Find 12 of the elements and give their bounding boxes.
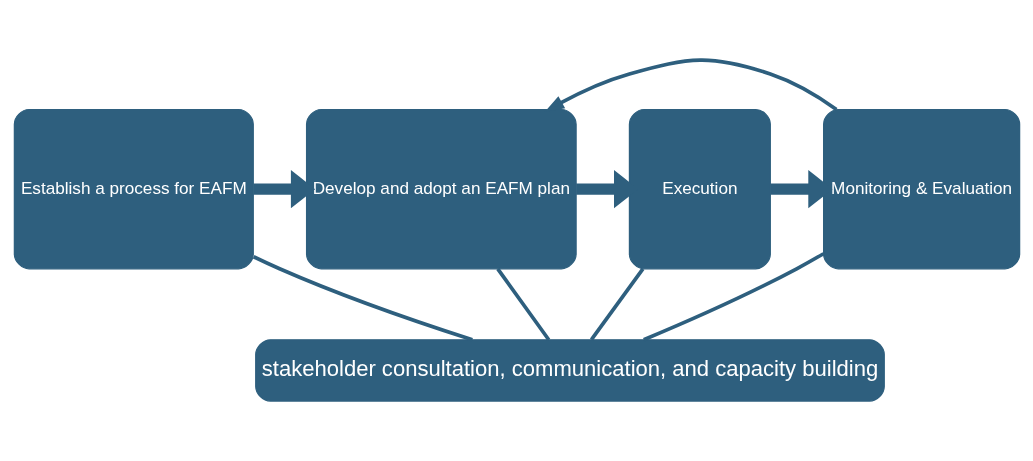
node-box: Execution	[628, 108, 771, 270]
node-box: Establish a process for EAFM	[13, 108, 254, 270]
connector	[252, 255, 473, 342]
arrow	[544, 58, 837, 112]
connector	[495, 267, 550, 341]
node-box: Develop and adopt an EAFM plan	[305, 108, 577, 270]
node-box: stakeholder consultation, communication, and capacity building	[254, 339, 885, 402]
arrow	[769, 170, 833, 209]
node-box: Monitoring & Evaluation	[822, 108, 1020, 270]
connector	[589, 267, 644, 341]
arrow	[252, 170, 315, 209]
connector	[642, 252, 824, 342]
